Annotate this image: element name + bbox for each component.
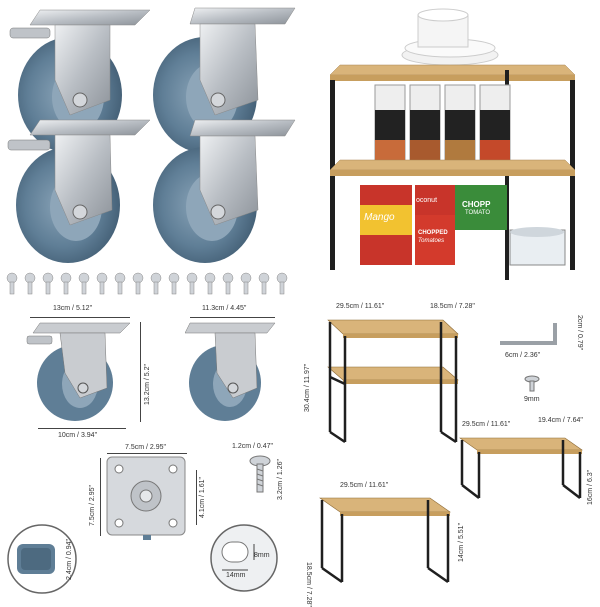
dim-top-depth: 18.5cm / 7.28" [430,303,475,310]
dim-plate-width: 7.5cm / 2.95" [125,444,167,451]
dim-mid-depth: 19.4cm / 7.64" [538,417,583,424]
can-label-chopped: CHOPPED [418,230,448,236]
spice-jars [374,84,511,161]
dim-low-depth: 18.5cm / 7.28" [305,562,312,607]
dim-slot-height: 8mm [254,552,270,559]
can-label-tomatoes: Tomatoes [418,238,445,244]
dim-caster-width-top-right: 11.3cm / 4.45" [202,305,247,312]
dim-screw-size: 9mm [524,396,540,403]
dim-line-plate-height [100,458,101,536]
caster-brake-2 [7,119,151,263]
can-label-mango: Mango [364,212,395,223]
dim-low-height: 14cm / 5.51" [458,522,465,562]
dim-low-width: 29.5cm / 11.61" [340,482,389,489]
dim-line-hole-spacing [196,470,197,525]
can-label-tomato: TOMATO [465,210,491,216]
dim-wheel-thickness: 2.4cm / 0.94" [66,538,73,580]
shelf-dimensions: 29.5cm / 11.61" 18.5cm / 7.28" 30.4cm / … [300,300,600,607]
shelf-photo: Mango oconut CHOPP TOMATO CHOPPED Tomato… [300,0,600,300]
dim-line-wheel [38,428,126,429]
dim-plate-height: 7.5cm / 2.95" [89,484,96,526]
dim-stack-height: 30.4cm / 11.97" [304,363,311,412]
dim-mid-height: 16cm / 6.3" [587,469,594,505]
dim-hole-spacing: 4.1cm / 1.61" [199,476,206,518]
caster-dimensions: 13cm / 5.12" 11.3cm / 4.45" 13.2cm / 5.2… [0,300,300,600]
dim-screw-diameter: 1.2cm / 0.47" [232,443,274,450]
dim-caster-height: 13.2cm / 5.2" [144,363,151,405]
plates-stack [401,8,499,66]
dim-line-width-top [30,317,130,318]
can-label-chopp: CHOPP [462,200,491,209]
dim-caster-wheel: 10cm / 3.94" [58,432,98,439]
dim-line-height [140,322,141,422]
dim-line-plate-width [107,453,187,454]
dim-caster-width-top: 13cm / 5.12" [53,305,93,312]
dim-wrench-width: 6cm / 2.36" [505,352,541,359]
dim-slot-width: 14mm [226,572,246,579]
dim-wrench-height: 2cm / 0.79" [576,315,583,351]
dim-mid-width: 29.5cm / 11.61" [462,421,511,428]
can-label-coconut: oconut [416,197,438,204]
dim-screw-length: 3.2cm / 1.26" [277,458,284,500]
dim-top-width: 29.5cm / 11.61" [336,303,385,310]
casters-photo [0,0,300,300]
caster-swivel-2 [153,119,296,263]
cans [360,185,566,266]
screws-row [6,272,288,295]
dim-line-width-top-right [190,317,275,318]
